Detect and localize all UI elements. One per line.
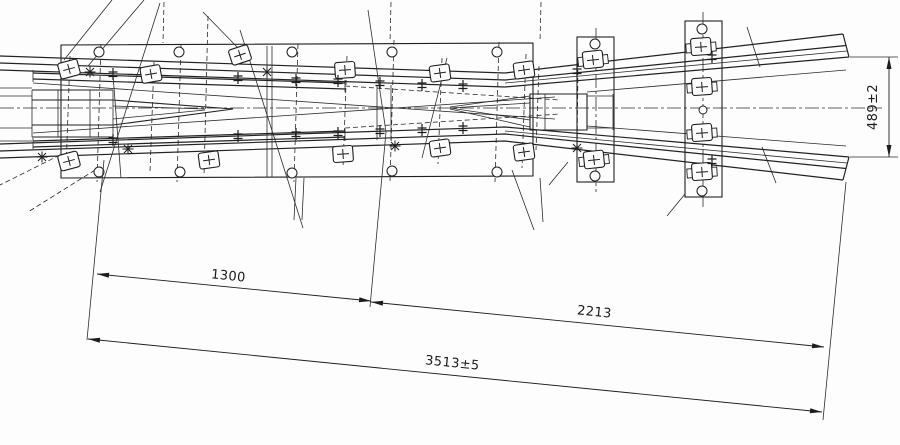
dimension-2213: 2213 <box>370 300 825 349</box>
bolt-circles <box>93 23 708 197</box>
dimension-total: 3513±5 <box>87 337 823 414</box>
frog-right <box>376 69 847 147</box>
dimension-1300: 1300 <box>96 267 372 303</box>
rail-clips <box>56 36 719 182</box>
rail-lower <box>0 126 850 181</box>
dim-label-1300: 1300 <box>210 267 246 285</box>
dim-label-end-gauge: 489±2 <box>866 84 881 130</box>
frog-left <box>0 74 234 179</box>
sleeper-center-lines <box>65 1 579 183</box>
check-rail-strips <box>32 70 561 149</box>
dimension-end-gauge: 489±2 <box>866 57 892 157</box>
dim-label-2213: 2213 <box>576 303 612 321</box>
rail-upper <box>0 33 850 88</box>
dim-label-total: 3513±5 <box>424 353 480 373</box>
extension-lines <box>86 56 898 421</box>
